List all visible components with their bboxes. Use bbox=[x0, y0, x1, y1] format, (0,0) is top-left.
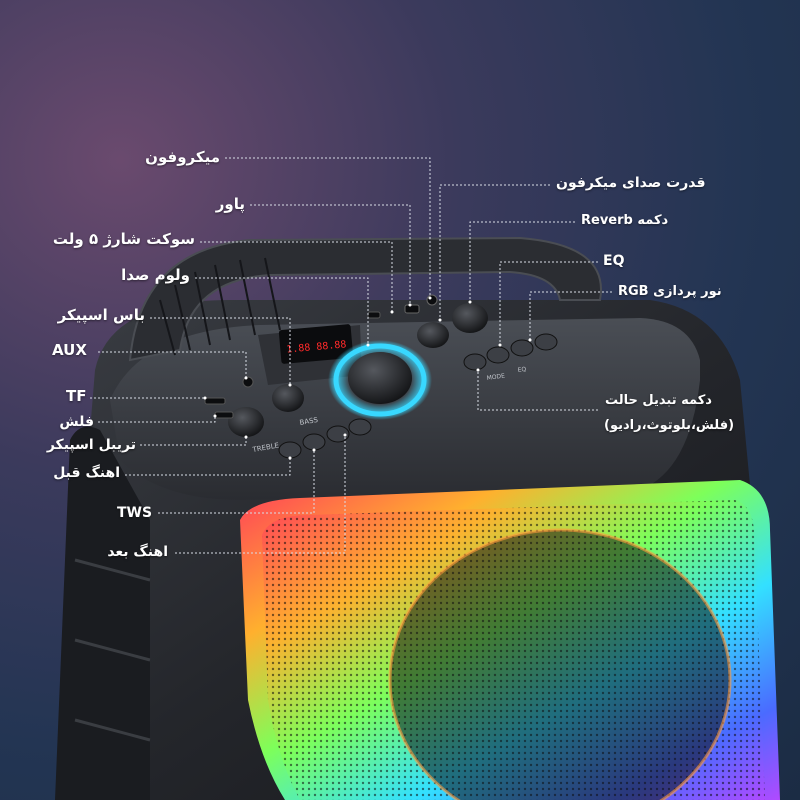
label-volume: ولوم صدا bbox=[121, 266, 190, 284]
leader-power bbox=[250, 204, 411, 305]
label-next-track: اهنگ بعد bbox=[107, 544, 168, 560]
bass-panel-label: BASS bbox=[299, 416, 319, 427]
leader-aux bbox=[98, 351, 247, 378]
volume-ring-light bbox=[333, 343, 427, 417]
label-flash: فلش bbox=[59, 414, 94, 430]
label-treble: تریبل اسپیکر bbox=[46, 437, 136, 453]
rgb-button[interactable] bbox=[534, 333, 558, 351]
label-rgb: نور پردازی RGB bbox=[618, 284, 722, 299]
label-reverb: دکمه Reverb bbox=[581, 213, 669, 228]
woofer-cone bbox=[390, 530, 730, 800]
leader-lines bbox=[90, 157, 612, 554]
leader-rgb bbox=[529, 291, 612, 340]
tws-button[interactable] bbox=[302, 433, 326, 451]
label-mic-volume: قدرت صدای میکرفون bbox=[556, 175, 706, 191]
microphone-jack[interactable] bbox=[426, 294, 438, 306]
leader-tws bbox=[158, 450, 315, 514]
play-button[interactable] bbox=[326, 425, 350, 443]
speaker-side-rib bbox=[74, 558, 151, 582]
mode-panel-label: MODE bbox=[486, 372, 505, 382]
leader-charge bbox=[200, 241, 393, 312]
label-power: پاور bbox=[215, 195, 245, 213]
mode-button[interactable] bbox=[463, 353, 487, 371]
power-switch[interactable] bbox=[404, 304, 420, 314]
aux-port[interactable] bbox=[242, 376, 254, 388]
leader-flash bbox=[98, 416, 216, 423]
leader-next bbox=[175, 435, 346, 554]
lcd-readout: 1.88 88.88 bbox=[286, 339, 347, 355]
label-microphone: میکروفون bbox=[145, 148, 220, 166]
label-tf: TF bbox=[66, 387, 87, 405]
eq-button[interactable] bbox=[510, 339, 534, 357]
leader-reverb bbox=[469, 221, 575, 302]
label-aux: AUX bbox=[52, 341, 87, 359]
tf-card-slot[interactable] bbox=[204, 397, 226, 405]
leader-prev bbox=[125, 458, 291, 476]
charge-port[interactable] bbox=[367, 311, 381, 319]
label-bass: باس اسپیکر bbox=[57, 306, 145, 324]
leader-mic-volume bbox=[439, 184, 550, 320]
prev-track-button[interactable] bbox=[278, 441, 302, 459]
bass-knob[interactable] bbox=[272, 384, 304, 412]
label-prev-track: اهنگ قبل bbox=[53, 465, 120, 481]
next-track-button[interactable] bbox=[348, 418, 372, 436]
leader-dots bbox=[203, 296, 532, 460]
echo-knob[interactable] bbox=[417, 322, 449, 348]
label-mode-line2: (فلش،بلوتوث،رادیو) bbox=[604, 418, 735, 433]
speaker-handle bbox=[128, 236, 602, 362]
leader-mode bbox=[477, 370, 598, 411]
mic-volume-knob[interactable] bbox=[452, 303, 488, 333]
woofer-rim bbox=[388, 528, 732, 800]
label-eq: EQ bbox=[603, 253, 625, 269]
mode-button-2[interactable] bbox=[486, 346, 510, 364]
label-charge-socket: سوکت شارژ ۵ ولت bbox=[52, 230, 195, 248]
label-tws: TWS bbox=[117, 505, 153, 521]
speaker-side-rib bbox=[74, 718, 151, 742]
leader-bass bbox=[150, 317, 291, 385]
speaker-side-panel bbox=[55, 426, 150, 800]
volume-knob[interactable] bbox=[348, 352, 412, 404]
leader-volume bbox=[195, 277, 369, 345]
eq-panel-label: EQ bbox=[517, 366, 527, 374]
leader-microphone bbox=[225, 157, 431, 298]
speaker-side-rib bbox=[74, 638, 151, 662]
treble-knob[interactable] bbox=[228, 407, 264, 437]
label-mode-line1: دکمه تبدیل حالت bbox=[605, 393, 712, 408]
usb-port[interactable] bbox=[214, 411, 234, 419]
leader-eq bbox=[499, 261, 598, 345]
leader-treble bbox=[140, 437, 247, 446]
lcd-display bbox=[278, 324, 354, 364]
